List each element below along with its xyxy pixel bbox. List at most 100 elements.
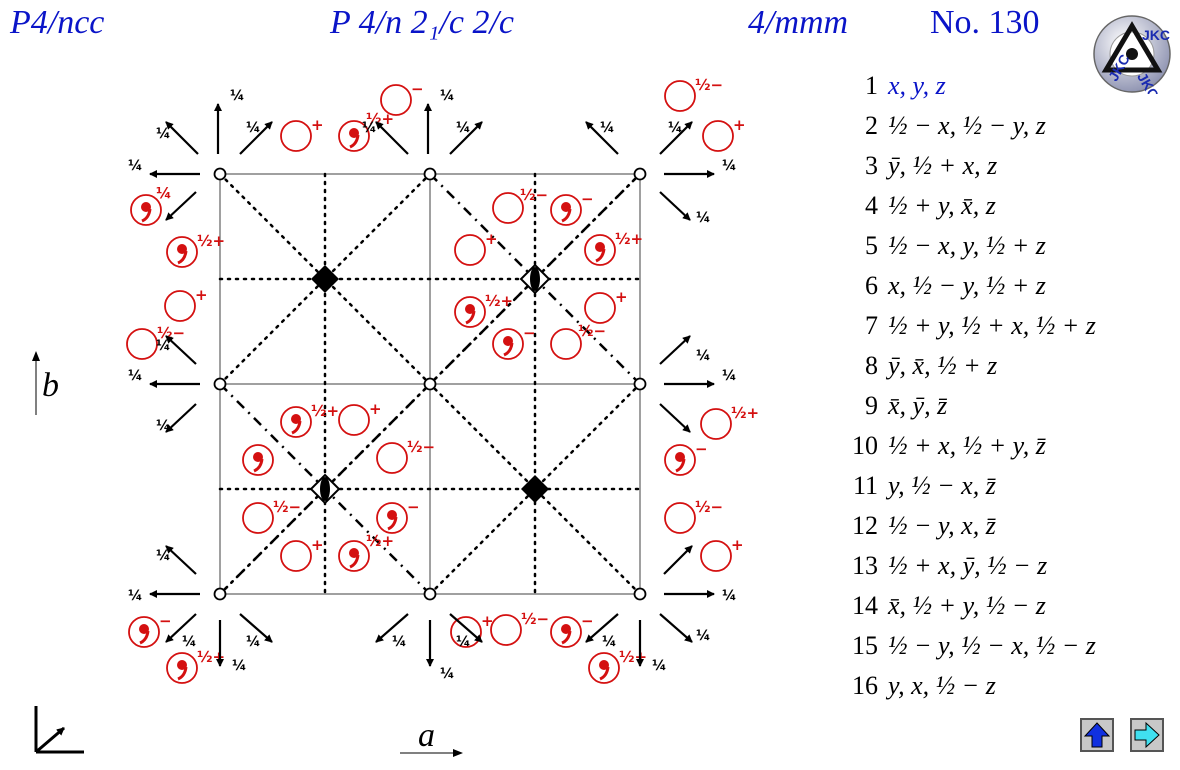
screw-axis-marker <box>165 191 197 221</box>
position-marker: ½+ <box>166 648 225 684</box>
position-circle <box>584 292 616 324</box>
screw-axis-marker: ¼ <box>636 620 667 674</box>
position-circle <box>588 652 620 684</box>
height-label: ½+ <box>615 230 643 248</box>
coordinate-expression: ½ − x, y, ½ + z <box>888 231 1046 260</box>
position-circle <box>280 540 312 572</box>
position-marker: ½− <box>242 498 301 534</box>
position-marker: ½+ <box>338 110 394 152</box>
position-circle <box>664 80 696 112</box>
quarter-label: ¼ <box>182 634 197 650</box>
next-button[interactable] <box>1130 718 1164 752</box>
coordinate-number: 6 <box>865 271 878 300</box>
position-marker: + <box>702 116 746 152</box>
position-circle <box>700 408 732 440</box>
position-circle <box>454 296 486 328</box>
up-button[interactable] <box>1080 718 1114 752</box>
height-label: ½− <box>695 76 723 94</box>
height-label: ½− <box>695 498 723 516</box>
height-label: − <box>523 324 536 342</box>
symbol-full: P 4/n 2₁/c 2/c <box>330 4 514 41</box>
coordinate-number: 15 <box>852 631 878 660</box>
position-circle <box>128 616 160 648</box>
position-circle <box>700 540 732 572</box>
arrow-icon <box>659 403 691 433</box>
point-group: 4/mmm <box>748 4 849 41</box>
position-marker: + <box>450 612 494 648</box>
coordinate-number: 1 <box>865 71 878 100</box>
coordinate-expression: x, y, z <box>888 71 946 100</box>
position-circle <box>242 444 274 476</box>
position-marker: ¼ <box>130 184 172 226</box>
coordinate-expression: ½ + y, ½ + x, ½ + z <box>888 311 1096 340</box>
coordinate-number: 13 <box>852 551 878 580</box>
position-marker: ½− <box>550 322 606 360</box>
quarter-label: ¼ <box>156 548 171 564</box>
position-marker: + <box>164 286 208 322</box>
inversion-centre-icon <box>633 167 647 181</box>
height-label: − <box>695 440 708 458</box>
height-label: ½+ <box>366 110 394 128</box>
arrow-icon <box>239 613 273 643</box>
position-marker: + <box>584 288 628 324</box>
position-marker: − <box>492 324 536 360</box>
quarter-label: ¼ <box>230 88 245 104</box>
arrow-icon <box>585 121 619 155</box>
svg-text:JKC: JKC <box>1142 27 1170 43</box>
coordinate-expression: x̄, ½ + y, ½ − z <box>888 591 1046 620</box>
height-label: ½+ <box>197 232 225 250</box>
coordinate-number: 10 <box>852 431 878 460</box>
height-label: ½+ <box>485 292 513 310</box>
screw-axis-marker: ¼ <box>659 613 711 644</box>
screw-axis-marker: ¼ <box>585 120 619 155</box>
position-marker: − <box>664 440 708 476</box>
axis-a-label: a <box>418 717 435 754</box>
position-circle <box>280 406 312 438</box>
position-marker: − <box>550 612 594 648</box>
quarter-label: ¼ <box>128 588 143 604</box>
height-label: ¼ <box>156 184 172 202</box>
position-circle <box>702 120 734 152</box>
height-label: + <box>733 116 746 134</box>
height-label: + <box>615 288 628 306</box>
position-circle <box>166 652 198 684</box>
arrow-icon <box>375 613 409 643</box>
screw-axis-marker: ¼ <box>664 588 737 604</box>
screw-axis-marker: ¼ <box>156 545 197 575</box>
height-label: + <box>369 400 382 418</box>
screw-axis-marker: ¼ <box>216 620 247 674</box>
inversion-centre-icon <box>423 377 437 391</box>
height-label: ½− <box>157 324 185 342</box>
inversion-centre-icon <box>423 167 437 181</box>
position-marker: + <box>280 536 324 572</box>
comma-icon <box>177 250 188 265</box>
quarter-label: ¼ <box>440 666 455 682</box>
coordinate-expression: y, x, ½ − z <box>888 671 996 700</box>
position-marker: ½− <box>664 76 723 112</box>
position-circle <box>338 540 370 572</box>
comma-icon <box>291 420 302 435</box>
comma-icon <box>387 516 398 531</box>
position-circle <box>550 616 582 648</box>
position-marker: + <box>700 536 744 572</box>
height-label: ½− <box>273 498 301 516</box>
arrow-icon <box>659 335 691 365</box>
comma-icon <box>599 666 610 681</box>
position-circle <box>450 616 482 648</box>
twofold-axis-icon <box>530 267 540 291</box>
position-marker: ½+ <box>280 402 339 438</box>
height-label: + <box>311 536 324 554</box>
arrow-icon <box>165 191 197 221</box>
position-marker: ½+ <box>700 404 759 440</box>
symmetry-elements <box>213 167 647 601</box>
height-label: − <box>411 80 424 98</box>
coordinate-expression: ½ − y, ½ − x, ½ − z <box>888 631 1096 660</box>
quarter-label: ¼ <box>156 126 171 142</box>
quarter-label: ¼ <box>246 634 261 650</box>
quarter-label: ¼ <box>440 88 455 104</box>
position-circle <box>242 502 274 534</box>
quarter-label: ¼ <box>456 634 471 650</box>
position-circle <box>166 236 198 268</box>
